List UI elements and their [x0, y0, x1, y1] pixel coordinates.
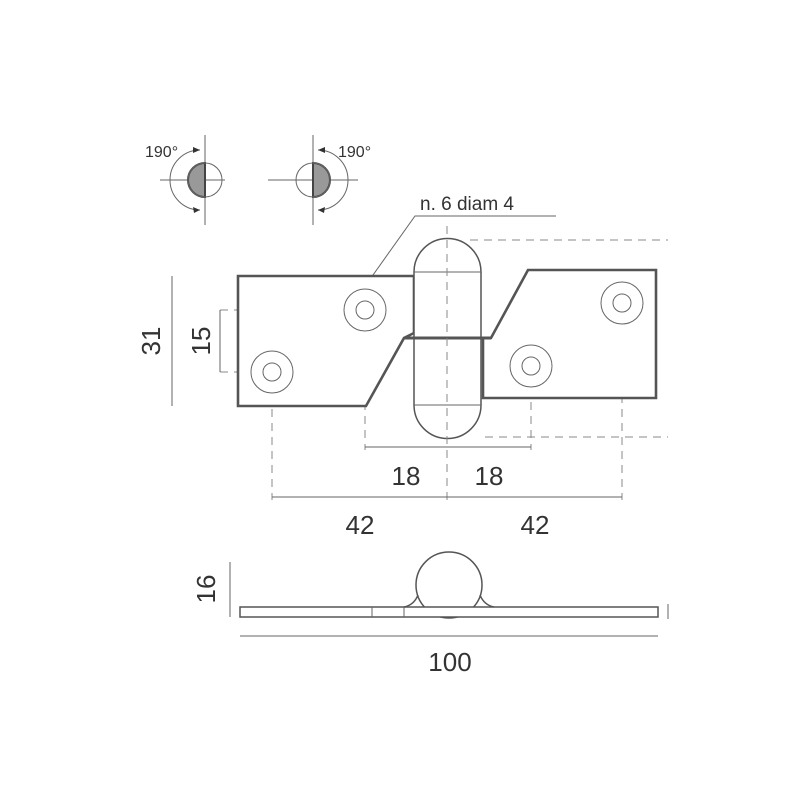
- dimension-15: 15: [186, 310, 221, 372]
- svg-text:100: 100: [428, 647, 471, 677]
- hole-note: n. 6 diam 4: [420, 194, 514, 215]
- svg-text:15: 15: [186, 327, 216, 356]
- rotation-symbol-right: 190°: [268, 135, 371, 225]
- rotation-angle-left: 190°: [145, 144, 178, 161]
- dimension-16: 16: [191, 562, 231, 617]
- svg-text:42: 42: [346, 510, 375, 540]
- side-view: [239, 551, 659, 619]
- knuckle: [404, 226, 491, 445]
- svg-text:42: 42: [521, 510, 550, 540]
- right-leaf: [481, 268, 658, 400]
- dimension-100: 100: [240, 635, 658, 677]
- mounting-holes: [250, 281, 644, 394]
- dimension-31: 31: [136, 276, 173, 406]
- svg-text:18: 18: [392, 461, 421, 491]
- dimension-18-18: 18 18: [365, 446, 531, 491]
- svg-text:16: 16: [191, 575, 221, 604]
- dimension-42-42: 42 42: [272, 496, 622, 540]
- hole: [600, 281, 644, 325]
- left-leaf: [236, 274, 416, 408]
- hole: [343, 288, 387, 332]
- hole-note-leader: n. 6 diam 4: [367, 194, 556, 283]
- hole: [250, 350, 294, 394]
- svg-text:18: 18: [475, 461, 504, 491]
- rotation-angle-right: 190°: [338, 144, 371, 161]
- rotation-symbol-left: 190°: [145, 135, 225, 225]
- svg-text:31: 31: [136, 327, 166, 356]
- hole: [509, 344, 553, 388]
